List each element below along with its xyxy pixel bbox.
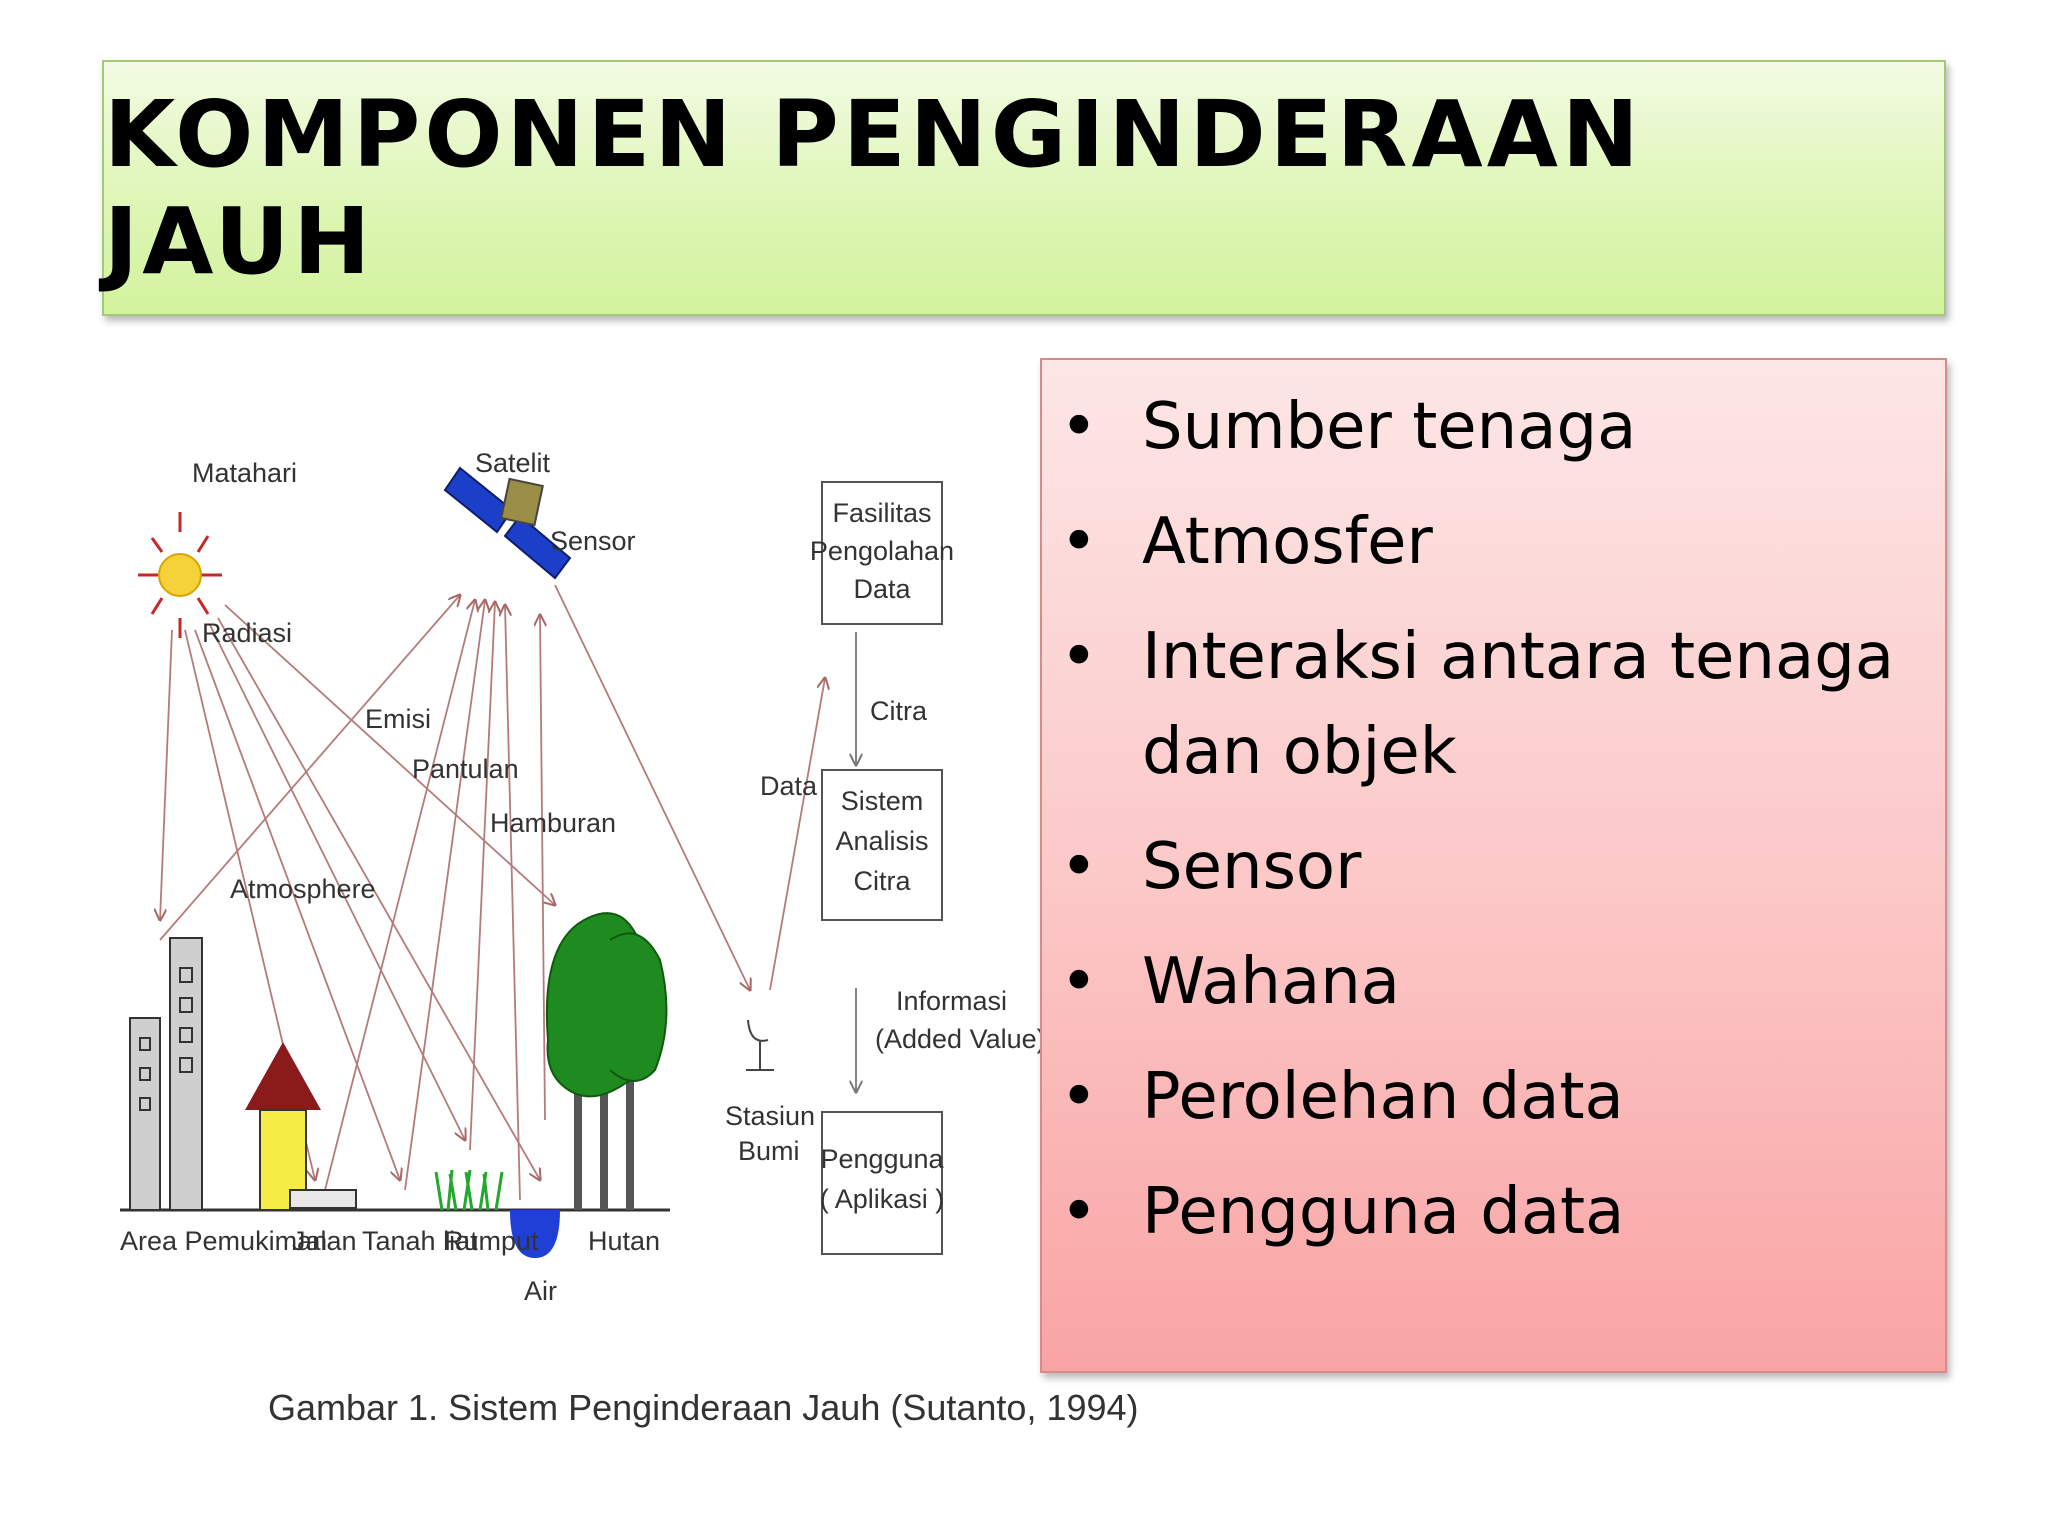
list-item-text: Perolehan data <box>1142 1060 1624 1134</box>
bullet-icon: • <box>1060 390 1098 464</box>
satelit-label: Satelit <box>475 448 551 478</box>
grass-icon <box>434 1169 504 1211</box>
bullet-icon: • <box>1060 1060 1098 1134</box>
list-item: • Sumber tenaga <box>1042 380 1922 475</box>
diagram-svg: Matahari Satelit Sensor <box>120 448 1139 1428</box>
building-icon <box>129 937 203 1211</box>
fasilitas-line-3: Data <box>853 574 911 604</box>
list-item: • Pengguna data <box>1042 1165 1922 1260</box>
pantulan-label: Pantulan <box>412 754 519 784</box>
pengguna-line-1: Pengguna <box>820 1144 944 1174</box>
figure-caption: Gambar 1. Sistem Penginderaan Jauh (Suta… <box>268 1387 1139 1428</box>
list-item-text: Interaksi antara tenaga dan objek <box>1142 620 1895 789</box>
bullet-icon: • <box>1060 1175 1098 1249</box>
hamburan-label: Hamburan <box>490 808 616 838</box>
atmosphere-label: Atmosphere <box>230 874 376 904</box>
list-item-text: Atmosfer <box>1142 505 1433 579</box>
emisi-label: Emisi <box>365 704 431 734</box>
jalan-label: Jalan <box>292 1226 357 1256</box>
informasi-label-2: (Added Value) <box>875 1024 1046 1054</box>
list-item: • Sensor <box>1042 820 1922 915</box>
road-icon <box>289 1189 357 1209</box>
informasi-label-1: Informasi <box>896 986 1007 1016</box>
area-pemukiman-label: Area Pemukiman <box>120 1226 327 1256</box>
sun-icon <box>138 512 222 638</box>
citra-label: Citra <box>870 696 928 726</box>
rumput-label: Rumput <box>444 1226 539 1256</box>
pengguna-line-2: ( Aplikasi ) <box>820 1184 945 1214</box>
list-item-text: Sensor <box>1142 830 1362 904</box>
downlink-arrow <box>554 584 750 990</box>
list-item-text: Wahana <box>1142 945 1400 1019</box>
satellite-icon <box>443 466 572 580</box>
bullet-icon: • <box>1060 505 1098 579</box>
antenna-icon <box>746 1019 774 1071</box>
components-list: • Sumber tenaga • Atmosfer • Interaksi anta… <box>1042 380 1922 1280</box>
bullet-icon: • <box>1060 830 1098 904</box>
remote-sensing-diagram: Matahari Satelit Sensor <box>100 420 1139 1460</box>
list-item: • Wahana <box>1042 935 1922 1030</box>
bullet-icon: • <box>1060 620 1098 694</box>
list-item-text: Sumber tenaga <box>1142 390 1637 464</box>
page-title: KOMPONEN PENGINDERAAN JAUH <box>104 81 1643 295</box>
house-icon <box>245 1042 321 1211</box>
tree-icon <box>545 912 668 1210</box>
list-item-text: Pengguna data <box>1142 1175 1625 1249</box>
sistem-line-2: Analisis <box>835 826 928 856</box>
list-item: • Atmosfer <box>1042 495 1922 590</box>
radiasi-label: Radiasi <box>202 618 292 648</box>
air-label: Air <box>524 1276 557 1306</box>
sistem-box <box>821 769 943 921</box>
fasilitas-box <box>821 481 943 625</box>
matahari-label: Matahari <box>192 458 297 488</box>
reflection-arrows <box>159 595 545 1201</box>
pengguna-box <box>821 1111 943 1255</box>
water-icon <box>510 1210 560 1258</box>
components-list-panel: • Sumber tenaga • Atmosfer • Interaksi anta… <box>1040 358 1947 1373</box>
sistem-line-3: Citra <box>853 866 911 896</box>
list-item: • Interaksi antara tenaga dan objek <box>1042 610 1922 800</box>
sensor-label: Sensor <box>550 526 636 556</box>
fasilitas-line-2: Pengolahan <box>810 536 954 566</box>
sistem-line-1: Sistem <box>841 786 924 816</box>
data-arrow <box>769 678 825 991</box>
tanah-liat-label: Tanah liat <box>362 1226 478 1256</box>
title-banner: KOMPONEN PENGINDERAAN JAUH <box>102 60 1946 316</box>
list-item: • Perolehan data <box>1042 1050 1922 1145</box>
fasilitas-line-1: Fasilitas <box>832 498 931 528</box>
hutan-label: Hutan <box>588 1226 660 1256</box>
bullet-icon: • <box>1060 945 1098 1019</box>
stasiun-label-1: Stasiun <box>725 1101 815 1131</box>
stasiun-label-2: Bumi <box>738 1136 800 1166</box>
data-label: Data <box>760 771 818 801</box>
